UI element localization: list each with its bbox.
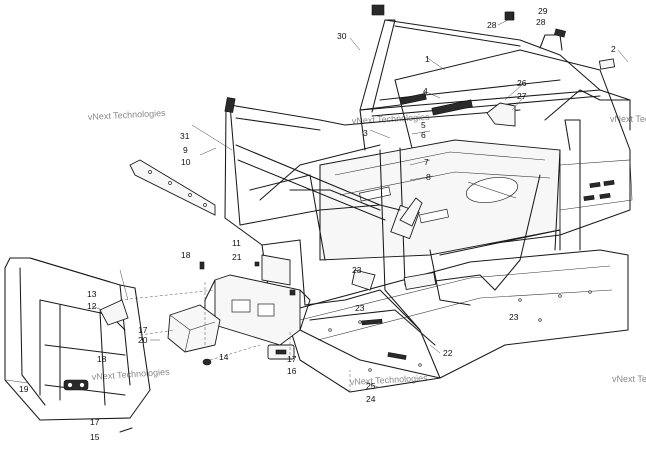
watermark-5: vNext Technologies xyxy=(350,373,429,387)
front-bulkhead xyxy=(204,254,311,346)
callout-23b: 23 xyxy=(355,303,365,313)
callout-10: 10 xyxy=(181,157,191,167)
callout-29: 29 xyxy=(538,6,548,16)
callout-25: 25 xyxy=(366,381,376,391)
seat-brackets xyxy=(351,93,516,291)
callout-23a: 23 xyxy=(352,265,362,275)
lower-rails xyxy=(299,289,441,379)
callout-28a: 28 xyxy=(487,20,497,30)
callout-22: 22 xyxy=(443,348,453,358)
rear-roll-cage xyxy=(359,4,631,251)
callout-16: 16 xyxy=(287,366,297,376)
callout-23c: 23 xyxy=(509,312,519,322)
watermark-3: vNext Technologies xyxy=(610,114,646,124)
callout-5: 5 xyxy=(421,120,426,130)
front-bumper xyxy=(4,257,151,421)
callout-19: 19 xyxy=(19,384,29,394)
detached-parts xyxy=(99,11,566,433)
callout-8: 8 xyxy=(426,172,431,182)
leader-lines xyxy=(5,19,629,388)
callout-27: 27 xyxy=(517,91,527,101)
callout-7: 7 xyxy=(424,157,429,167)
callout-14: 14 xyxy=(219,352,229,362)
center-frame-tubes xyxy=(319,109,561,379)
callout-18a: 18 xyxy=(181,250,191,260)
callout-31: 31 xyxy=(180,131,190,141)
callout-12: 12 xyxy=(87,301,97,311)
callout-20: 20 xyxy=(138,335,148,345)
floor-pan xyxy=(319,139,561,261)
callout-17b: 17 xyxy=(287,354,297,364)
callout-9: 9 xyxy=(183,145,188,155)
callout-4: 4 xyxy=(423,86,428,96)
callout-13: 13 xyxy=(87,289,97,299)
callout-26: 26 xyxy=(517,78,527,88)
watermark-1: vNext Technologies xyxy=(88,108,167,122)
callout-18b: 18 xyxy=(97,354,107,364)
callout-17a: 17 xyxy=(138,325,148,335)
callouts: 1 2 3 4 5 6 7 8 9 10 11 12 13 14 15 16 1… xyxy=(19,6,616,442)
front-roll-cage xyxy=(224,97,401,306)
skid-plate xyxy=(284,249,629,393)
callout-15: 15 xyxy=(90,432,100,442)
callout-21: 21 xyxy=(232,252,242,262)
callout-2: 2 xyxy=(611,44,616,54)
callout-28b: 28 xyxy=(536,17,546,27)
callout-3: 3 xyxy=(363,128,368,138)
callout-17c: 17 xyxy=(90,417,100,427)
watermark-6: vNext Technologies xyxy=(612,374,646,384)
callout-11: 11 xyxy=(232,238,241,248)
callout-30: 30 xyxy=(337,31,347,41)
callout-1: 1 xyxy=(425,54,430,64)
callout-24: 24 xyxy=(366,394,376,404)
callout-6: 6 xyxy=(421,130,426,140)
